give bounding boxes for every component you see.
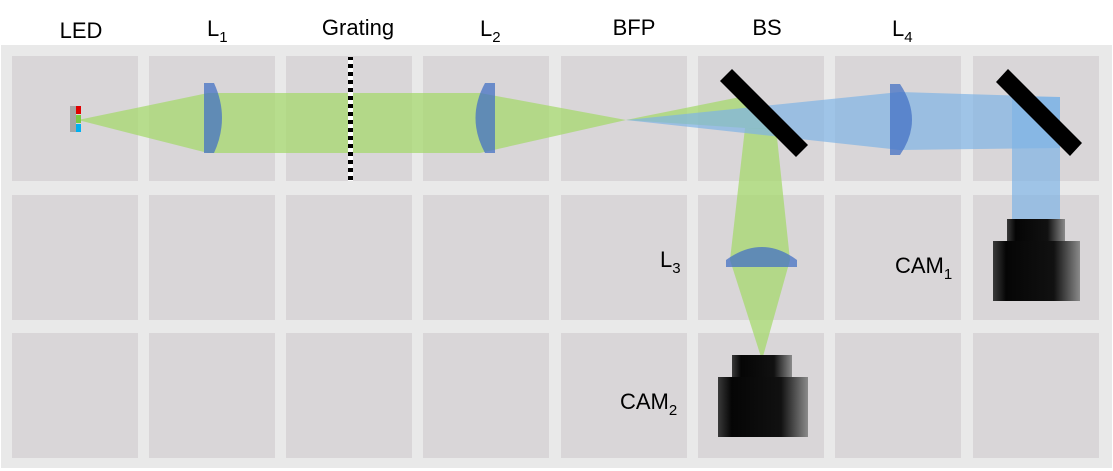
green-beam-l2-to-bfp — [480, 93, 626, 153]
label-grating: Grating — [322, 15, 394, 40]
grating-element — [348, 57, 353, 181]
green-beam-collimated — [208, 93, 480, 153]
beam-splitter — [720, 69, 808, 157]
label-l4: L4 — [892, 16, 913, 46]
camera-cam2 — [718, 355, 808, 437]
lens-l4 — [890, 84, 912, 155]
breadboard-tile — [149, 333, 275, 458]
breadboard-tile — [423, 195, 549, 320]
label-cam1: CAM1 — [895, 253, 952, 283]
breadboard-tile — [835, 195, 961, 320]
fold-mirror — [996, 69, 1082, 156]
label-bfp: BFP — [613, 15, 656, 40]
lens-l1 — [204, 83, 222, 153]
led-source — [70, 106, 81, 132]
label-cam2: CAM2 — [620, 389, 677, 419]
camera-cam1 — [993, 219, 1080, 301]
label-bs: BS — [752, 15, 781, 40]
label-l2: L2 — [480, 16, 501, 46]
breadboard-tile — [12, 333, 138, 458]
breadboard-tile — [12, 195, 138, 320]
green-beam-l3-to-cam2 — [730, 260, 790, 360]
breadboard-tile — [973, 333, 1099, 458]
lens-l3 — [726, 247, 797, 267]
breadboard-tile — [149, 195, 275, 320]
breadboard-tile — [835, 333, 961, 458]
breadboard-tile — [423, 333, 549, 458]
breadboard-tile — [286, 195, 412, 320]
breadboard-tile — [561, 333, 687, 458]
green-beam-led-to-l1 — [78, 93, 208, 153]
label-led: LED — [60, 18, 103, 43]
lens-l2 — [475, 83, 495, 153]
label-l1: L1 — [207, 16, 228, 46]
breadboard-tile — [561, 195, 687, 320]
breadboard-tile — [286, 333, 412, 458]
green-beam-bs-to-l3 — [730, 128, 790, 260]
label-l3: L3 — [660, 247, 681, 277]
